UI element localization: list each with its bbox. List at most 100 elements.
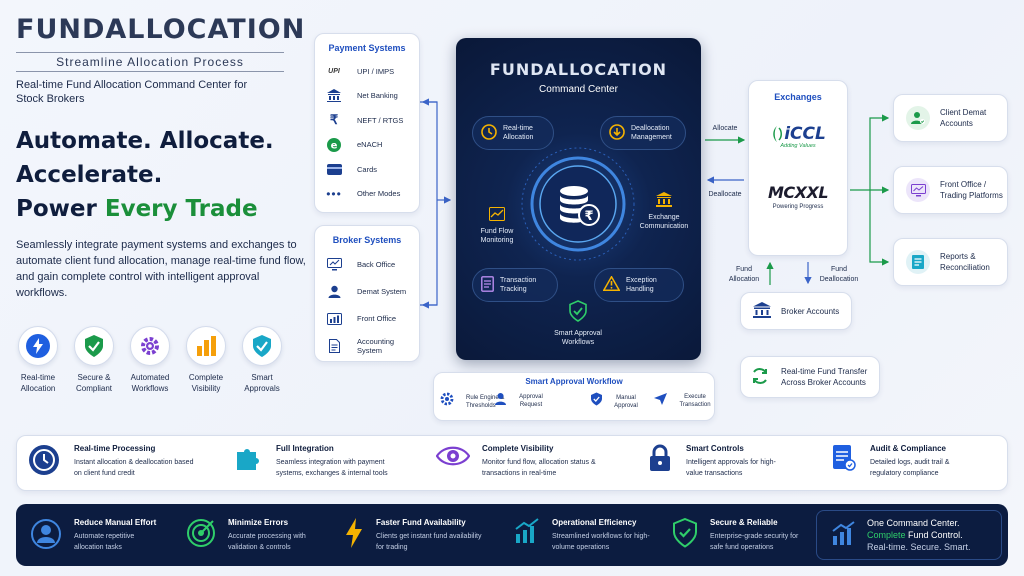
puzzle-icon <box>234 444 262 479</box>
workflow-step-2[interactable]: Approval Request <box>494 392 547 410</box>
shield-icon <box>74 326 114 366</box>
bank-icon <box>753 302 771 320</box>
feature-automated: Automated Workflows <box>124 326 176 394</box>
workflow-step-label: Execute Transaction <box>679 394 711 408</box>
node-realtime-allocation[interactable]: Real-time Allocation <box>472 116 554 150</box>
iccl-logo[interactable]: iCCL Adding Values <box>749 124 847 149</box>
deallocate-label: Deallocate <box>708 191 742 198</box>
trading-screen-icon <box>906 178 930 202</box>
node-label: Deallocation Management <box>631 125 672 141</box>
node-exception-handling[interactable]: Exception Handling <box>594 268 684 302</box>
output-front-office[interactable]: Front Office / Trading Platforms <box>893 166 1008 214</box>
feature-label: Smart Approvals <box>244 373 280 393</box>
broker-item[interactable]: Front Office <box>315 305 419 332</box>
user-check-icon <box>906 106 930 130</box>
payment-item-label: Other Modes <box>357 189 401 199</box>
hero-description: Seamlessly integrate payment systems and… <box>16 239 306 299</box>
payment-item[interactable]: Cards <box>315 157 419 182</box>
svg-text:₹: ₹ <box>584 209 593 224</box>
broker-item[interactable]: Demat System <box>315 278 419 305</box>
cta-line-2: Complete Fund Control. <box>867 529 971 541</box>
output-reports[interactable]: Reports & Reconciliation <box>893 238 1008 286</box>
payment-item[interactable]: ₹NEFT / RTGS <box>315 108 419 133</box>
node-fund-flow[interactable]: Fund Flow Monitoring <box>466 206 528 246</box>
audit-document-icon <box>832 444 856 479</box>
payment-item[interactable]: ••• Other Modes <box>315 182 419 207</box>
more-icon: ••• <box>326 186 342 201</box>
workflow-step-4[interactable]: Execute Transaction <box>654 392 715 410</box>
realtime-transfer-label: Real-time Fund Transfer Across Broker Ac… <box>781 367 868 387</box>
user-icon <box>325 285 343 299</box>
cta-fund-control: Fund Control. <box>908 530 963 540</box>
payment-item[interactable]: e eNACH <box>315 133 419 158</box>
brand-subtitle: Real-time Fund Allocation Command Center… <box>16 79 248 105</box>
bolt-icon <box>344 518 364 553</box>
receipt-icon <box>481 275 494 295</box>
exchanges-title: Exchanges <box>774 92 822 102</box>
node-label: Exchange Communication <box>639 213 689 230</box>
broker-item-label: Accounting System <box>357 336 395 355</box>
trend-up-icon <box>831 520 857 550</box>
feature-realtime: Real-time Allocation <box>12 326 64 394</box>
broker-accounts-card[interactable]: Broker Accounts <box>740 292 852 330</box>
node-label: Real-time Allocation <box>503 125 534 141</box>
feature-label: Complete Visibility <box>188 373 224 393</box>
benefit-title: Real-time Processing <box>74 444 156 453</box>
node-transaction-tracking[interactable]: Transaction Tracking <box>472 268 558 302</box>
node-smart-approval[interactable]: Smart Approval Workflows <box>538 300 618 347</box>
outcome-desc: Accurate processing with validation & co… <box>228 533 306 551</box>
download-icon <box>609 123 625 143</box>
mcx-tagline: Powering Progress <box>772 204 824 210</box>
bar-chart-icon <box>186 326 226 366</box>
gear-icon <box>440 392 454 411</box>
workflow-step-1[interactable]: Rule Engine & Thresholds <box>440 392 508 411</box>
outcome-title: Minimize Errors <box>228 518 289 527</box>
workflow-step-3[interactable]: Manual Approval <box>590 392 641 411</box>
benefit-desc: Instant allocation & deallocation based … <box>74 459 194 477</box>
payment-item-label: Cards <box>357 164 378 174</box>
node-exchange-communication[interactable]: Exchange Communication <box>632 188 696 234</box>
fund-allocation-label: Fund Allocation <box>728 266 760 283</box>
cta-box: One Command Center. Complete Fund Contro… <box>816 510 1002 560</box>
shield-check-icon <box>242 326 282 366</box>
mcx-logo[interactable]: MCXXL Powering Progress <box>749 183 847 210</box>
broker-accounts-label: Broker Accounts <box>781 306 840 316</box>
gear-icon <box>130 326 170 366</box>
feature-label: Automated Workflows <box>130 373 170 393</box>
outcome-desc: Automate repetitive allocation tasks <box>74 533 135 551</box>
outcome-title: Secure & Reliable <box>710 518 778 527</box>
feature-label: Secure & Compliant <box>75 373 112 393</box>
broker-item[interactable]: Accounting System <box>315 332 419 359</box>
command-center-panel: FUNDALLOCATION Command Center ₹ Real-tim… <box>456 38 701 360</box>
payment-item-label: Net Banking <box>357 91 398 101</box>
svg-text:e: e <box>331 140 338 151</box>
node-deallocation[interactable]: Deallocation Management <box>600 116 686 150</box>
command-center-title: FUNDALLOCATION <box>489 60 668 79</box>
refresh-icon <box>751 367 769 387</box>
broker-item[interactable]: Back Office <box>315 251 419 278</box>
feature-approvals: Smart Approvals <box>236 326 288 394</box>
shield-check-icon <box>568 300 588 326</box>
output-client-demat[interactable]: Client Demat Accounts <box>893 94 1008 142</box>
approval-workflow-panel: Smart Approval Workflow <box>433 372 715 421</box>
outcome-desc: Streamlined workflows for high-volume op… <box>552 533 650 551</box>
broker-item-label: Demat System <box>357 287 407 296</box>
workflow-step-label: Approval Request <box>519 394 543 408</box>
realtime-transfer-card[interactable]: Real-time Fund Transfer Across Broker Ac… <box>740 356 880 398</box>
exchanges-panel: Exchanges iCCL Adding Values MCXXL Power… <box>748 80 848 256</box>
target-icon <box>186 518 216 553</box>
brand-title: FUNDALLOCATION <box>16 14 306 45</box>
chart-window-icon <box>325 312 343 326</box>
payment-item-label: eNACH <box>357 140 383 150</box>
payment-item[interactable]: Net Banking <box>315 84 419 109</box>
card-icon <box>325 162 343 176</box>
enach-icon: e <box>325 137 343 152</box>
broker-item-label: Back Office <box>357 260 396 269</box>
